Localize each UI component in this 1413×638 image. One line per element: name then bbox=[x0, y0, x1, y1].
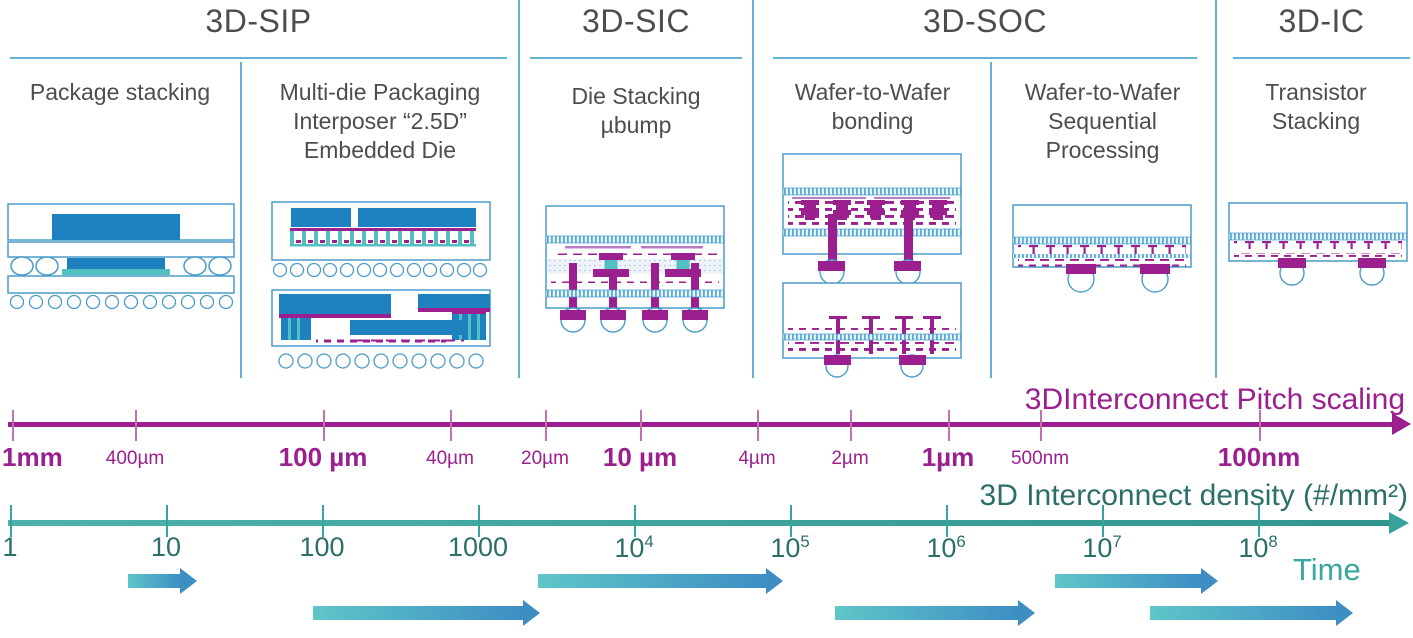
density-axis-tick-label: 107 bbox=[1082, 532, 1122, 563]
density-axis-tick-label: 106 bbox=[926, 532, 966, 563]
density-axis-tick-label: 104 bbox=[614, 532, 654, 563]
time-gradient-arrow-body bbox=[1150, 606, 1336, 620]
pitch-axis-tick-label: 400µm bbox=[105, 448, 165, 469]
multi-die-packaging-diagram bbox=[271, 201, 491, 369]
time-gradient-arrow-body bbox=[313, 606, 523, 620]
time-gradient-arrow-body bbox=[128, 574, 180, 588]
density-axis-tick-label: 105 bbox=[770, 532, 810, 563]
subcategory-w2w-bonding: Wafer-to-Wafer bonding bbox=[794, 79, 951, 135]
time-gradient-arrowhead-icon bbox=[1201, 568, 1218, 594]
time-gradient-arrowhead-icon bbox=[180, 568, 197, 594]
divider-sip-sic bbox=[518, 0, 520, 378]
density-axis-line bbox=[8, 520, 1391, 526]
density-axis-arrowhead-icon bbox=[1389, 512, 1409, 534]
section-underline-3d-ic bbox=[1233, 57, 1410, 59]
time-gradient-arrowhead-icon bbox=[766, 568, 783, 594]
section-underline-3d-soc bbox=[773, 57, 1197, 59]
wafer-to-wafer-bonding-diagram bbox=[782, 153, 962, 378]
pitch-axis-tick-label: 20µm bbox=[521, 448, 569, 469]
pitch-axis-tick-label: 100 µm bbox=[278, 442, 368, 472]
package-stacking-diagram bbox=[7, 203, 235, 310]
pitch-axis-arrowhead-icon bbox=[1392, 413, 1411, 435]
time-gradient-arrow bbox=[835, 600, 1035, 626]
w2w-sequential-processing-diagram bbox=[1012, 204, 1192, 293]
subcategory-package-stacking: Package stacking bbox=[29, 79, 211, 105]
time-gradient-arrowhead-icon bbox=[523, 600, 540, 626]
time-gradient-arrow bbox=[1150, 600, 1353, 626]
time-gradient-arrow-body bbox=[1055, 574, 1201, 588]
time-label: Time bbox=[1293, 552, 1361, 587]
pitch-axis-tick-label: 2µm bbox=[831, 448, 869, 469]
pitch-axis-tick-label: 4µm bbox=[738, 448, 776, 469]
pitch-axis-tick-label: 1mm bbox=[2, 442, 63, 472]
transistor-stacking-diagram bbox=[1228, 202, 1408, 286]
divider-soc-inner bbox=[990, 62, 992, 378]
subcategory-transistor-stacking: Transistor Stacking bbox=[1265, 79, 1367, 135]
pitch-axis-line bbox=[8, 422, 1394, 427]
time-gradient-arrow-body bbox=[835, 606, 1018, 620]
time-gradient-arrowhead-icon bbox=[1336, 600, 1353, 626]
density-axis-tick-label: 1 bbox=[2, 532, 18, 562]
pitch-axis-tick-label: 100nm bbox=[1217, 442, 1301, 472]
time-gradient-arrow bbox=[128, 568, 197, 594]
section-title-3d-sic: 3D-SIC bbox=[582, 3, 690, 39]
section-underline-3d-sic bbox=[530, 57, 742, 59]
section-title-3d-soc: 3D-SOC bbox=[923, 3, 1047, 39]
subcategory-w2w-sequential: Wafer-to-Wafer Sequential Processing bbox=[1024, 79, 1181, 164]
pitch-axis-tick-label: 1µm bbox=[921, 442, 975, 472]
density-axis-tick-label: 1000 bbox=[447, 532, 509, 562]
pitch-axis-tick-label: 40µm bbox=[426, 448, 474, 469]
divider-soc-ic bbox=[1215, 0, 1217, 378]
divider-sip-inner bbox=[240, 62, 242, 378]
section-title-3d-sip: 3D-SIP bbox=[205, 3, 312, 39]
density-axis-title: 3D Interconnect density (#/mm²) bbox=[979, 479, 1408, 512]
pitch-axis-tick-label: 500nm bbox=[1010, 448, 1070, 469]
density-axis-tick-label: 100 bbox=[299, 532, 345, 562]
divider-sic-soc bbox=[752, 0, 754, 378]
density-axis-tick-label: 108 bbox=[1238, 532, 1278, 563]
subcategory-die-stacking: Die Stacking µbump bbox=[571, 83, 701, 139]
time-gradient-arrow bbox=[313, 600, 540, 626]
time-gradient-arrowhead-icon bbox=[1018, 600, 1035, 626]
time-gradient-arrow bbox=[1055, 568, 1218, 594]
time-gradient-arrow bbox=[538, 568, 783, 594]
section-title-3d-ic: 3D-IC bbox=[1278, 3, 1365, 39]
time-gradient-arrow-body bbox=[538, 574, 766, 588]
die-stacking-ubump-diagram bbox=[545, 205, 725, 333]
subcategory-multi-die: Multi-die Packaging Interposer “2.5D” Em… bbox=[279, 79, 481, 164]
section-underline-3d-sip bbox=[10, 57, 507, 59]
pitch-axis-tick-label: 10 µm bbox=[602, 442, 678, 472]
pitch-axis-title: 3DInterconnect Pitch scaling bbox=[1024, 383, 1405, 416]
density-axis-tick-label: 10 bbox=[150, 532, 182, 562]
